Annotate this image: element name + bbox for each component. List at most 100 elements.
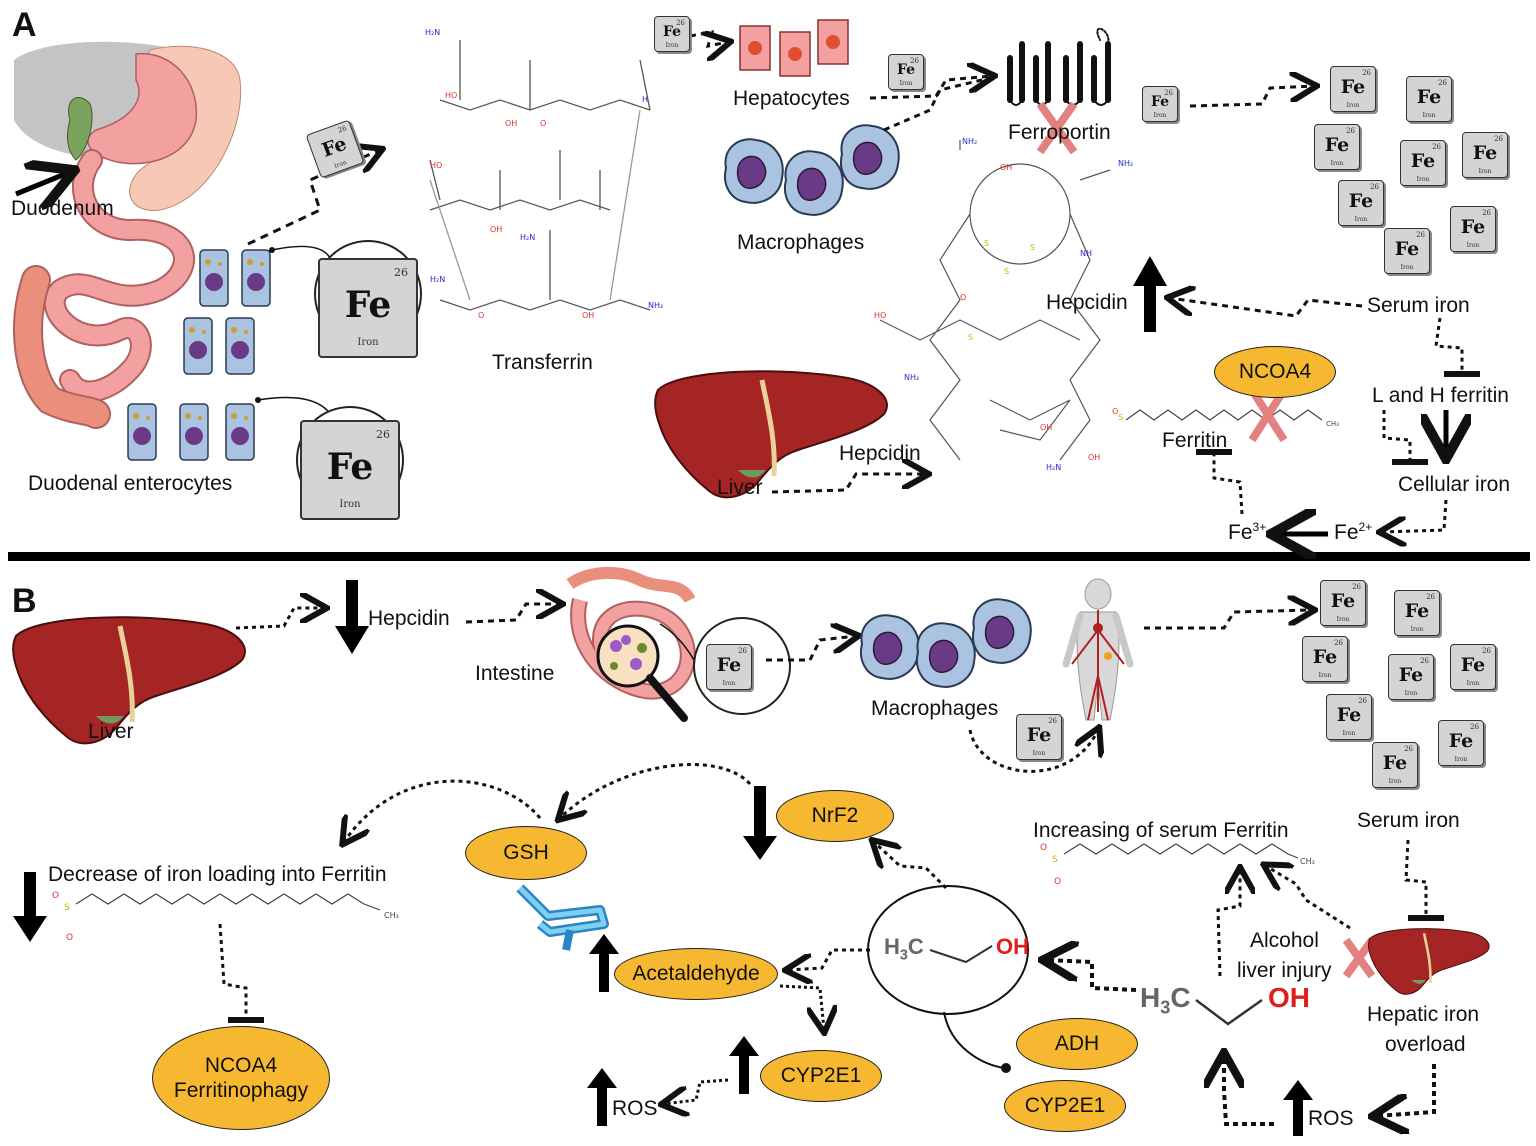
svg-text:NH: NH <box>1080 249 1092 258</box>
svg-text:S: S <box>968 333 973 342</box>
duodenum-label: Duodenum <box>11 197 114 220</box>
svg-text:NH₂: NH₂ <box>648 301 663 310</box>
svg-text:O: O <box>66 933 73 943</box>
liver-a-illustration <box>655 371 887 497</box>
alcohol-injury-x <box>1342 937 1376 979</box>
duodenum-arrow <box>15 172 70 194</box>
svg-text:OH: OH <box>1000 163 1012 172</box>
decrease-ferritin-label: Decrease of iron loading into Ferritin <box>48 863 387 886</box>
hepatocytes-label: Hepatocytes <box>733 87 850 110</box>
svg-text:O: O <box>52 891 59 901</box>
panel-label-a: A <box>12 6 37 44</box>
ethanol-oh-large: OH <box>1268 982 1310 1013</box>
macrophages-a-label: Macrophages <box>737 231 865 254</box>
svg-text:S: S <box>984 239 989 248</box>
svg-text:CH₃: CH₃ <box>1326 420 1339 428</box>
serum-iron-a-label: Serum iron <box>1367 294 1470 317</box>
svg-text:HO: HO <box>874 311 886 320</box>
hepcidin-bottom-label: Hepcidin <box>839 442 921 465</box>
svg-text:S: S <box>1052 855 1058 865</box>
hepcidin-top-label: Hepcidin <box>1046 291 1128 314</box>
transferrin-label: Transferrin <box>492 351 593 374</box>
ferritin-chain-a <box>1125 409 1323 421</box>
svg-text:CH₃: CH₃ <box>384 911 399 920</box>
svg-text:O: O <box>1040 843 1047 853</box>
hepatocyte-cells <box>739 19 849 77</box>
svg-text:S: S <box>1118 413 1123 422</box>
ncoa4-block-x <box>1248 387 1288 443</box>
svg-text:H: H <box>642 95 648 104</box>
svg-text:OH: OH <box>490 225 502 234</box>
ncoa4-oval: NCOA4 <box>1214 346 1336 398</box>
stomach-liver-illustration <box>14 41 242 211</box>
hepcidin-structure <box>879 140 1111 461</box>
svg-text:O: O <box>1054 877 1061 887</box>
acetaldehyde-oval: Acetaldehyde <box>614 948 778 1000</box>
svg-text:NH₂: NH₂ <box>904 373 919 382</box>
enterocytes-label: Duodenal enterocytes <box>28 472 233 495</box>
ros-left-label: ROS <box>612 1097 658 1120</box>
svg-text:H₂N: H₂N <box>1046 463 1061 472</box>
macrophage-cells-a <box>723 124 900 216</box>
macrophage-cells-b <box>859 598 1032 688</box>
svg-text:O: O <box>478 311 484 320</box>
svg-text:CH₃: CH₃ <box>1300 857 1315 866</box>
svg-text:S: S <box>64 903 70 913</box>
svg-text:OH: OH <box>1040 423 1052 432</box>
fe2-label: Fe2+ <box>1334 520 1373 544</box>
serum-iron-b-label: Serum iron <box>1357 809 1460 832</box>
fe3-label: Fe3+ <box>1228 520 1267 544</box>
svg-text:S: S <box>1004 267 1009 276</box>
human-circulation-figure <box>1062 578 1134 721</box>
ncoa4-ferritinophagy-oval: NCOA4 Ferritinophagy <box>152 1026 330 1130</box>
transferrin-structure <box>429 40 651 311</box>
hepatic-overload-label-2: overload <box>1385 1033 1466 1056</box>
gsh-oval: GSH <box>465 826 587 880</box>
ferroportin-block-x <box>1036 101 1078 155</box>
intestine-b-illustration <box>566 566 696 722</box>
intestine-illustration <box>13 149 195 429</box>
svg-text:OH: OH <box>1088 453 1100 462</box>
hepcidin-b-label: Hepcidin <box>368 607 450 630</box>
svg-text:S: S <box>1030 243 1035 252</box>
l-h-ferritin-label: L and H ferritin <box>1372 384 1509 407</box>
hepatic-overload-label-1: Hepatic iron <box>1367 1003 1480 1026</box>
svg-text:NH₂: NH₂ <box>1118 159 1133 168</box>
liver-a-label: Liver <box>717 476 763 499</box>
alcohol-injury-label-2: liver injury <box>1237 959 1332 982</box>
ethanol-h3c-small: H3C <box>884 934 924 964</box>
svg-text:HO: HO <box>430 161 442 170</box>
intestine-label: Intestine <box>475 662 555 685</box>
cyp2e1-right-oval: CYP2E1 <box>1004 1080 1126 1132</box>
panel-label-b: B <box>12 582 37 620</box>
liver-b-label: Liver <box>88 720 134 743</box>
cyp2e1-left-oval: CYP2E1 <box>760 1050 882 1102</box>
increasing-ferritin-label: Increasing of serum Ferritin <box>1033 819 1289 842</box>
ethanol-oh-small: OH <box>996 934 1029 959</box>
gsh-protein-glyph <box>516 884 609 951</box>
svg-text:H₂N: H₂N <box>430 275 445 284</box>
ros-right-label: ROS <box>1308 1107 1354 1130</box>
macrophages-b-label: Macrophages <box>871 697 999 720</box>
ethanol-h3c-large: H3C <box>1140 982 1191 1018</box>
